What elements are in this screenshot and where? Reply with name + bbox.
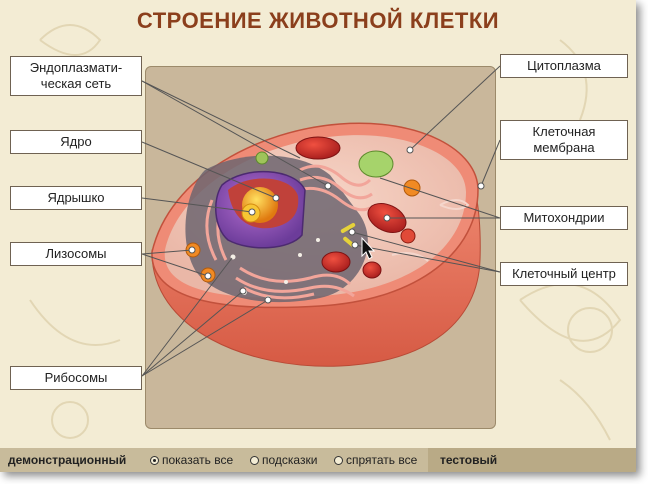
label-mitochondria[interactable]: Митохондрии — [500, 206, 628, 230]
hints-radio-icon — [250, 455, 259, 465]
label-centrosome[interactable]: Клеточный центр — [500, 262, 628, 286]
leader-lines — [141, 65, 501, 377]
hints-label: подсказки — [262, 453, 318, 467]
label-cytoplasm[interactable]: Цитоплазма — [500, 54, 628, 78]
hide-all-label: спрятать все — [346, 453, 418, 467]
hide-all-option[interactable]: спрятать все — [334, 448, 417, 472]
app-frame: СТРОЕНИЕ ЖИВОТНОЙ КЛЕТКИ — [0, 0, 636, 472]
nucleolus-shape — [241, 187, 278, 223]
mode-bar: демонстрационный показать все подсказки … — [0, 448, 636, 472]
membrane-fold-shape-2 — [391, 252, 429, 262]
show-all-option[interactable]: показать все — [150, 448, 233, 472]
label-lysosomes[interactable]: Лизосомы — [10, 242, 142, 266]
mitochondria-shapes — [295, 136, 407, 279]
mouse-cursor-icon — [361, 236, 376, 260]
hints-option[interactable]: подсказки — [250, 448, 317, 472]
label-endoplasmic-reticulum[interactable]: Эндоплазмати- ческая сеть — [10, 56, 142, 96]
show-all-label: показать все — [162, 453, 234, 467]
label-cell-membrane[interactable]: Клеточная мембрана — [500, 120, 628, 160]
show-all-radio-icon — [150, 455, 159, 465]
hide-all-radio-icon — [334, 455, 343, 465]
label-nucleus[interactable]: Ядро — [10, 130, 142, 154]
label-nucleolus[interactable]: Ядрышко — [10, 186, 142, 210]
page-title: СТРОЕНИЕ ЖИВОТНОЙ КЛЕТКИ — [136, 8, 500, 33]
leader-endpoints — [188, 146, 485, 304]
label-ribosomes[interactable]: Рибосомы — [10, 366, 142, 390]
demo-mode-tab[interactable]: демонстрационный — [8, 448, 127, 472]
test-mode-tab[interactable]: тестовый — [428, 448, 636, 472]
cell-diagram — [141, 65, 501, 377]
vacuole-shape — [358, 150, 394, 178]
